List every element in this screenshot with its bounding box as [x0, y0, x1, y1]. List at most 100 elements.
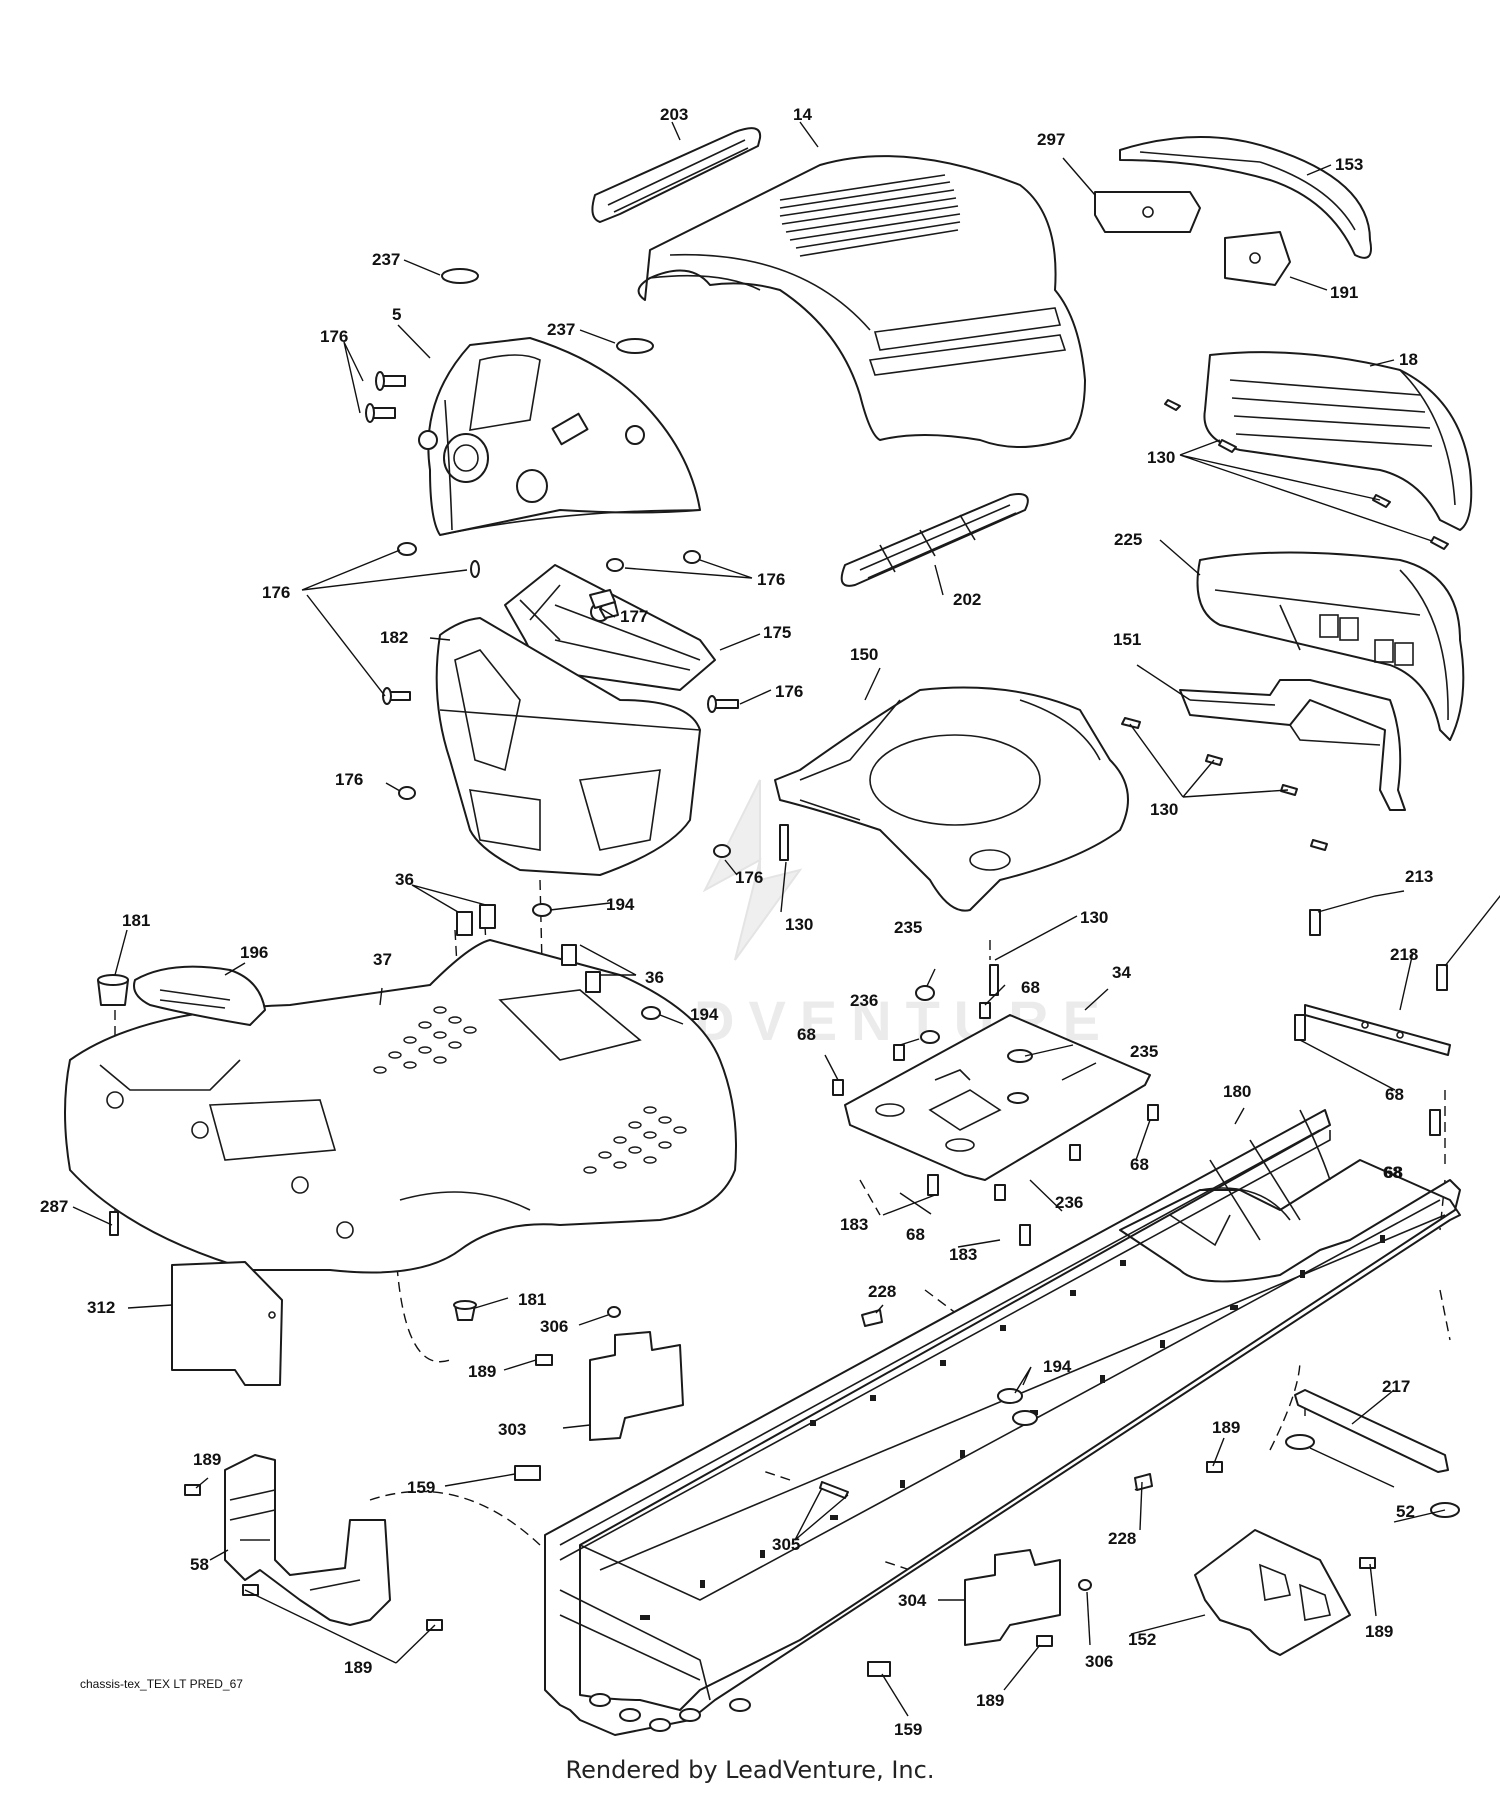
- callout-287: 287: [40, 1197, 68, 1216]
- callout-175: 175: [763, 623, 791, 642]
- callout-189: 189: [468, 1362, 496, 1381]
- callout-68: 68: [1384, 1163, 1403, 1182]
- callout-52: 52: [1396, 1502, 1415, 1521]
- part-hood: [637, 155, 1086, 448]
- callout-18: 18: [1399, 350, 1418, 369]
- callout-152: 152: [1128, 1630, 1156, 1649]
- callout-36: 36: [645, 968, 664, 987]
- callout-150: 150: [850, 645, 878, 664]
- part-plate-152: [1194, 1529, 1351, 1656]
- callout-176: 176: [335, 770, 363, 789]
- callout-304: 304: [898, 1591, 927, 1610]
- callout-189: 189: [976, 1691, 1004, 1710]
- part-plug-237a: [441, 268, 479, 284]
- callout-194: 194: [1043, 1357, 1072, 1376]
- part-bracket-58: [224, 1454, 391, 1626]
- callout-151: 151: [1113, 630, 1141, 649]
- callout-68: 68: [1385, 1085, 1404, 1104]
- callout-159: 159: [894, 1720, 922, 1739]
- part-bushing-52a: [1285, 1434, 1315, 1450]
- callout-176: 176: [757, 570, 785, 589]
- callout-68: 68: [1021, 978, 1040, 997]
- callout-176: 176: [735, 868, 763, 887]
- callout-303: 303: [498, 1420, 526, 1439]
- callout-218: 218: [1390, 945, 1418, 964]
- callout-130: 130: [1147, 448, 1175, 467]
- callout-305: 305: [772, 1535, 800, 1554]
- callout-176: 176: [775, 682, 803, 701]
- callout-189: 189: [344, 1658, 372, 1677]
- callout-235: 235: [1130, 1042, 1158, 1061]
- frame-feet: [589, 1693, 751, 1732]
- leader-lines: [72, 121, 1500, 1717]
- part-plate-312: [171, 1261, 283, 1386]
- drawing-id: chassis-tex_TEX LT PRED_67: [80, 1677, 243, 1691]
- callout-68: 68: [797, 1025, 816, 1044]
- callout-181: 181: [122, 911, 150, 930]
- callout-34: 34: [1112, 963, 1131, 982]
- callout-183: 183: [840, 1215, 868, 1234]
- callout-236: 236: [1055, 1193, 1083, 1212]
- callout-228: 228: [1108, 1529, 1136, 1548]
- callout-225: 225: [1114, 530, 1142, 549]
- callout-217: 217: [1382, 1377, 1410, 1396]
- callout-194: 194: [606, 895, 635, 914]
- callout-153: 153: [1335, 155, 1363, 174]
- part-console: [435, 617, 701, 876]
- part-frame: [544, 1109, 1461, 1736]
- part-bushing-181b: [453, 1300, 477, 1321]
- callout-68: 68: [1383, 1163, 1402, 1182]
- part-bracket-218: [1304, 1004, 1451, 1056]
- callout-189: 189: [193, 1450, 221, 1469]
- part-grille-top: [1119, 135, 1372, 259]
- callout-176: 176: [262, 583, 290, 602]
- part-bracket-303: [589, 1331, 684, 1441]
- callout-189: 189: [1365, 1622, 1393, 1641]
- callout-130: 130: [1080, 908, 1108, 927]
- callout-181: 181: [518, 1290, 546, 1309]
- callout-191: 191: [1330, 283, 1358, 302]
- part-dash-panel: [418, 337, 701, 536]
- callout-177: 177: [620, 607, 648, 626]
- callout-183: 183: [949, 1245, 977, 1264]
- part-bushing-181: [97, 974, 129, 1006]
- callout-237: 237: [547, 320, 575, 339]
- part-fender: [64, 939, 737, 1274]
- callout-235: 235: [894, 918, 922, 937]
- callout-14: 14: [793, 105, 812, 124]
- part-grille: [1203, 351, 1473, 531]
- fender-vent-holes: [373, 1006, 687, 1174]
- callouts: 203 14 297 153 191 237 237 5 176 18 130 …: [40, 105, 1433, 1739]
- callout-196: 196: [240, 943, 268, 962]
- callout-237: 237: [372, 250, 400, 269]
- part-seat-pan: [774, 686, 1129, 912]
- callout-189: 189: [1212, 1418, 1240, 1437]
- callout-202: 202: [953, 590, 981, 609]
- callout-37: 37: [373, 950, 392, 969]
- callout-5: 5: [392, 305, 401, 324]
- callout-228: 228: [868, 1282, 896, 1301]
- part-panel-196: [133, 965, 266, 1026]
- callout-203: 203: [660, 105, 688, 124]
- part-engine-plate: [844, 1014, 1151, 1181]
- frame-holes: [640, 1235, 1385, 1620]
- part-bracket-151: [1179, 679, 1406, 811]
- callout-130: 130: [1150, 800, 1178, 819]
- watermark-flame-icon: [702, 779, 803, 961]
- callout-297: 297: [1037, 130, 1065, 149]
- part-top-vent-strip: [591, 127, 762, 223]
- callout-130: 130: [785, 915, 813, 934]
- callout-306: 306: [1085, 1652, 1113, 1671]
- callout-236: 236: [850, 991, 878, 1010]
- callout-182: 182: [380, 628, 408, 647]
- part-bracket-304: [964, 1549, 1061, 1646]
- callout-180: 180: [1223, 1082, 1251, 1101]
- callout-159: 159: [407, 1478, 435, 1497]
- callout-68: 68: [906, 1225, 925, 1244]
- part-front-bumper: [1196, 551, 1465, 741]
- rendered-by-credit: Rendered by LeadVenture, Inc.: [565, 1756, 935, 1784]
- part-block-191: [1224, 231, 1291, 286]
- part-block-297: [1094, 191, 1201, 233]
- callout-68: 68: [1130, 1155, 1149, 1174]
